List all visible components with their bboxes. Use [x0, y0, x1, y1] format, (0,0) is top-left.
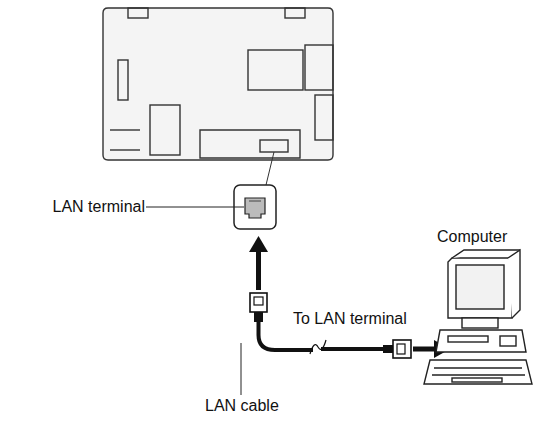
- part-label: LAN cable: [204, 397, 280, 415]
- part-label: To LAN terminal: [292, 310, 408, 328]
- computer-illustration: [424, 250, 532, 384]
- part-label: LAN terminal: [52, 198, 146, 216]
- part-label: Computer: [436, 228, 508, 246]
- lan-plug: [383, 340, 411, 358]
- insert-arrow: [249, 236, 268, 290]
- lan-plug: [250, 293, 267, 322]
- display-rear: [103, 8, 333, 160]
